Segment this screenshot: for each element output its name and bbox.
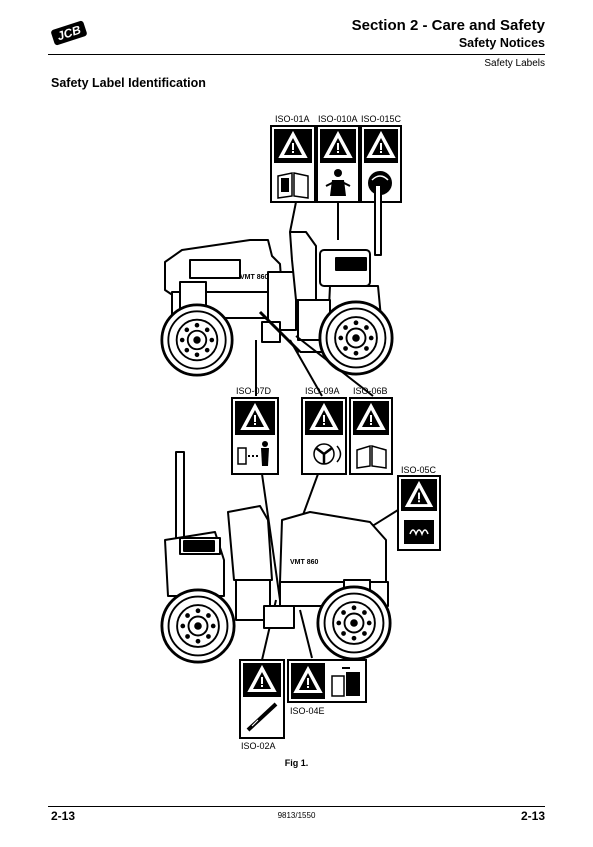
label-iso-04e: ISO-04E xyxy=(290,706,325,716)
decal-iso-09a xyxy=(301,397,347,475)
hot-surface-icon xyxy=(404,520,434,544)
label-iso-015c: ISO-015C xyxy=(361,114,402,124)
label-iso-01a: ISO-01A xyxy=(275,114,310,124)
label-iso-05c: ISO-05C xyxy=(401,465,437,475)
front-drum-lower xyxy=(160,588,236,664)
label-iso-010a: ISO-010A xyxy=(318,114,358,124)
document-number: 9813/1550 xyxy=(277,811,316,820)
decal-iso-04e xyxy=(287,659,367,703)
decal-iso-05c xyxy=(397,475,441,551)
front-drum-upper xyxy=(160,303,234,377)
manual-book-icon xyxy=(277,172,309,199)
page-heading: Safety Label Identification xyxy=(51,76,206,90)
label-iso-02a: ISO-02A xyxy=(241,741,276,751)
page-number-right: 2-13 xyxy=(520,809,545,823)
footer-rule xyxy=(48,806,545,807)
label-iso-09a: ISO-09A xyxy=(305,386,340,396)
decal-iso-06b xyxy=(349,397,393,475)
figure-caption: Fig 1. xyxy=(284,758,309,768)
subsection-title: Safety Notices xyxy=(458,36,545,50)
manual-book-icon xyxy=(356,444,387,469)
crush-hazard-icon xyxy=(237,441,269,466)
page-number-left: 2-13 xyxy=(51,809,76,823)
rear-drum-lower xyxy=(316,585,392,661)
leader-lines-middle xyxy=(255,335,374,397)
roller-side-view-lower: VMT 860 xyxy=(164,451,389,629)
machine-model-lower: VMT 860 xyxy=(290,559,319,566)
jcb-logo-icon: JCB xyxy=(51,20,87,46)
label-iso-06b: ISO-06B xyxy=(353,386,388,396)
decal-iso-01a xyxy=(270,125,316,203)
label-iso-07d: ISO-07D xyxy=(236,386,272,396)
machine-model-upper: VMT 860 xyxy=(240,274,269,281)
topic-title: Safety Labels xyxy=(484,58,545,69)
header-rule xyxy=(48,54,545,55)
section-title: Section 2 - Care and Safety xyxy=(351,17,545,34)
seated-operator-icon xyxy=(325,169,351,196)
fan-hazard-icon xyxy=(313,443,342,465)
cable-hazard-icon xyxy=(246,702,278,732)
decal-iso-010a xyxy=(316,125,360,203)
decal-iso-07d xyxy=(231,397,279,475)
decal-iso-02a xyxy=(239,659,285,739)
battery-hazard-icon xyxy=(331,667,360,697)
